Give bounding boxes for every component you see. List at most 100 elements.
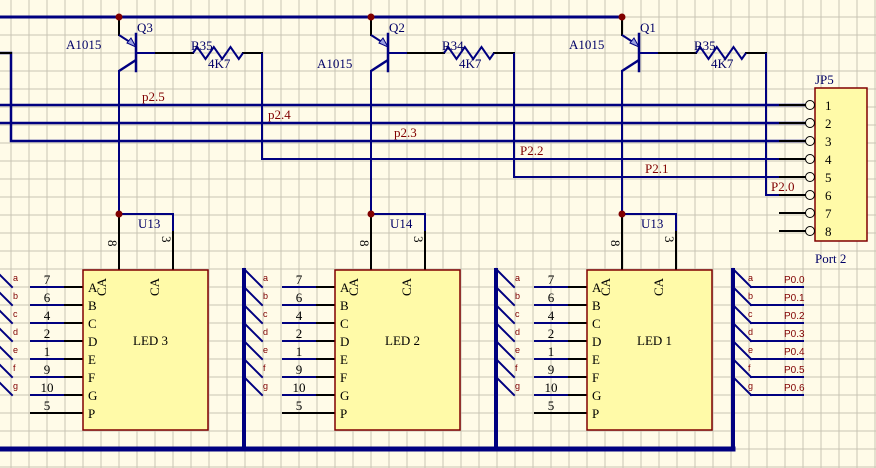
connector-pin-number: 7 <box>825 206 832 221</box>
segment-letter: A <box>88 280 98 295</box>
ca-label: CA <box>399 277 414 296</box>
bus-label: c <box>13 309 18 319</box>
segment-pin-number: 5 <box>44 398 51 413</box>
bus-entry <box>494 285 516 307</box>
bus-label: f <box>515 363 518 373</box>
segment-letter: F <box>88 370 95 385</box>
bus-entry <box>731 375 753 397</box>
ca-label: CA <box>598 277 613 296</box>
junction-dot <box>367 13 375 21</box>
connector-body <box>814 87 868 242</box>
connector-pin-icon <box>805 118 815 128</box>
bus-label: b <box>263 291 268 301</box>
bus-label: b <box>748 291 753 301</box>
bus-label: e <box>263 345 268 355</box>
segment-pin-number: 6 <box>296 290 303 305</box>
segment-pin-number: 7 <box>548 272 555 287</box>
bus-entry <box>494 339 516 361</box>
connector-ref: JP5 <box>815 72 834 87</box>
connector-pin-number: 3 <box>825 134 832 149</box>
junction-dot <box>618 210 626 218</box>
segment-letter: F <box>592 370 599 385</box>
segment-letter: D <box>592 334 601 349</box>
segment-letter: D <box>88 334 97 349</box>
bus-label: c <box>263 309 268 319</box>
p0-net-label: P0.5 <box>784 365 805 376</box>
p0-net-label: P0.6 <box>784 383 805 394</box>
bus-label: d <box>515 327 520 337</box>
bus-label: e <box>515 345 520 355</box>
segment-pin-number: 4 <box>44 308 51 323</box>
display-ref: U13 <box>138 216 160 231</box>
segment-pin-number: 4 <box>548 308 555 323</box>
bus-entry <box>0 273 14 289</box>
bus-entry <box>494 267 516 289</box>
emitter-arrow-icon <box>629 37 641 49</box>
segment-pin-number: 7 <box>44 272 51 287</box>
net-label: p2.3 <box>394 125 417 140</box>
resistor-value: 4K7 <box>208 56 231 71</box>
segment-letter: D <box>340 334 349 349</box>
segment-pin-number: 5 <box>548 398 555 413</box>
display-pin-number: 3 <box>411 236 426 243</box>
resistor-zigzag <box>192 45 244 61</box>
display-pin-number: 3 <box>159 236 174 243</box>
segment-letter: F <box>340 370 347 385</box>
bus-entry <box>0 345 14 361</box>
connector-pin-number: 6 <box>825 188 832 203</box>
segment-pin-number: 1 <box>44 344 51 359</box>
bus-entry <box>731 267 753 289</box>
segment-pin-number: 2 <box>548 326 555 341</box>
transistor-ref: Q3 <box>137 20 153 35</box>
p0-net-label: P0.3 <box>784 329 805 340</box>
led-display-body <box>82 269 209 431</box>
bus-label: g <box>515 381 520 391</box>
ca-label: CA <box>147 277 162 296</box>
segment-letter: A <box>340 280 350 295</box>
resistor-value: 4K7 <box>459 56 482 71</box>
resistor-zigzag <box>695 45 747 61</box>
segment-pin-number: 10 <box>545 380 558 395</box>
connector-pin-icon <box>805 100 815 110</box>
bus-label: f <box>263 363 266 373</box>
transistor-part: A1015 <box>569 37 604 52</box>
resistor-value: 4K7 <box>711 56 734 71</box>
transistor-part: A1015 <box>317 56 352 71</box>
connector-pin-icon <box>805 226 815 236</box>
bus-entry <box>731 357 753 379</box>
display-pin-number: 8 <box>105 240 120 247</box>
bus-label: b <box>13 291 18 301</box>
resistor-zigzag <box>443 45 495 61</box>
display-ref: U13 <box>641 216 663 231</box>
bus-entry <box>242 321 264 343</box>
bus-entry <box>242 339 264 361</box>
segment-letter: B <box>88 298 97 313</box>
segment-letter: C <box>88 316 97 331</box>
resistor-ref: R35 <box>191 38 213 53</box>
bus-label: g <box>13 381 18 391</box>
connector-name: Port 2 <box>815 251 846 266</box>
bus-entry <box>242 267 264 289</box>
segment-pin-number: 10 <box>41 380 54 395</box>
bus-label: f <box>748 363 751 373</box>
segment-pin-number: 1 <box>548 344 555 359</box>
transistor-ref: Q1 <box>640 20 656 35</box>
resistor-ref: R34 <box>442 38 464 53</box>
segment-letter: G <box>592 388 601 403</box>
connector-pin-icon <box>805 154 815 164</box>
led-display-body <box>334 269 461 431</box>
segment-pin-number: 2 <box>296 326 303 341</box>
segment-pin-number: 4 <box>296 308 303 323</box>
segment-letter: B <box>592 298 601 313</box>
connector-pin-icon <box>805 172 815 182</box>
bus-label: g <box>748 381 753 391</box>
bus-label: c <box>748 309 753 319</box>
bus-label: d <box>13 327 18 337</box>
transistor-ref: Q2 <box>389 20 405 35</box>
p0-net-label: P0.1 <box>784 293 805 304</box>
net-label: p2.5 <box>142 89 165 104</box>
bus-label: d <box>748 327 753 337</box>
bus-label: a <box>515 273 520 283</box>
